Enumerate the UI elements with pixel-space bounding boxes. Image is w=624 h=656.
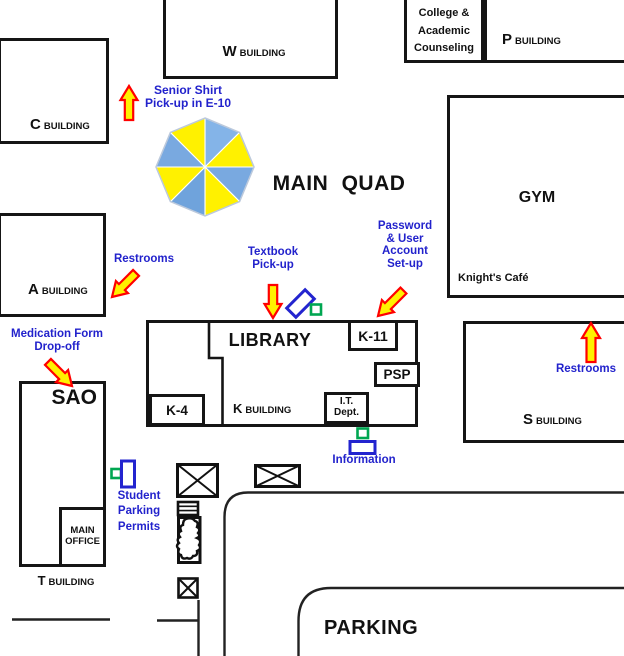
psp-room-box: PSP	[374, 362, 420, 387]
psp-label: PSP	[383, 367, 411, 382]
library-label: LIBRARY	[228, 330, 312, 350]
college-counseling-box	[404, 0, 484, 63]
restrooms-s-annotation: Restrooms	[555, 363, 617, 375]
student-parking-annotation: Student Parking Permits	[117, 490, 161, 533]
restrooms-a-annotation: Restrooms	[113, 253, 175, 265]
password-setup-arrow-icon	[376, 286, 408, 318]
k4-label: K-4	[166, 402, 188, 418]
main-office-label-line2: OFFICE	[65, 536, 100, 547]
a-building-box	[0, 213, 106, 317]
restrooms-a-arrow-icon	[110, 268, 141, 299]
road-edge-main	[223, 491, 624, 656]
sao-label: SAO	[51, 386, 97, 409]
t-building-box: SAO MAIN OFFICE	[19, 381, 106, 567]
information-annotation: Information	[332, 454, 396, 466]
k11-label: K-11	[358, 327, 388, 344]
textbook-pickup-marker-icon	[284, 287, 317, 320]
crossed-box-icon-1	[176, 463, 219, 498]
tree-planter-icon	[175, 516, 202, 564]
senior-shirt-arrow-icon	[118, 83, 140, 122]
parking-permit-green-square-icon	[110, 467, 123, 480]
crossed-box-icon-wide	[254, 464, 301, 488]
textbook-pickup-arrow-icon	[262, 283, 284, 321]
umbrella-icon	[155, 117, 255, 217]
k4-room-box: K-4	[149, 394, 205, 426]
road-segment-mid	[157, 600, 200, 656]
it-dept-label-line1: I.T.	[339, 396, 354, 408]
textbook-pickup-annotation: Textbook Pick-up	[247, 246, 299, 271]
senior-shirt-annotation: Senior Shirt Pick-up in E-10	[144, 83, 232, 111]
striped-box-icon	[176, 500, 200, 517]
knights-cafe-label: Knight's Café	[458, 272, 529, 284]
gym-label: GYM	[518, 189, 556, 206]
college-counseling-label: College & Academic Counseling	[414, 7, 474, 55]
it-dept-box: I.T. Dept.	[324, 392, 369, 424]
w-building-box	[163, 0, 338, 79]
information-marker-icon	[348, 440, 377, 455]
parking-permit-marker-icon	[120, 459, 136, 489]
textbook-green-square-icon	[309, 303, 323, 316]
parking-label: PARKING	[324, 617, 419, 639]
p-building-box	[484, 0, 624, 63]
crossed-box-icon-2	[177, 577, 199, 599]
c-building-box	[0, 38, 109, 144]
it-dept-label-line2: Dept.	[334, 407, 359, 418]
main-office-label-line1: MAIN	[70, 525, 95, 537]
gym-box	[447, 95, 624, 298]
password-setup-annotation: Password & User Account Set-up	[377, 220, 433, 270]
k11-room-box: K-11	[348, 320, 398, 351]
medication-dropoff-annotation: Medication Form Drop-off	[10, 328, 103, 353]
main-office-box: MAIN OFFICE	[59, 507, 103, 564]
information-green-square-icon	[356, 427, 370, 440]
main-quad-label: MAIN QUAD	[272, 172, 406, 195]
